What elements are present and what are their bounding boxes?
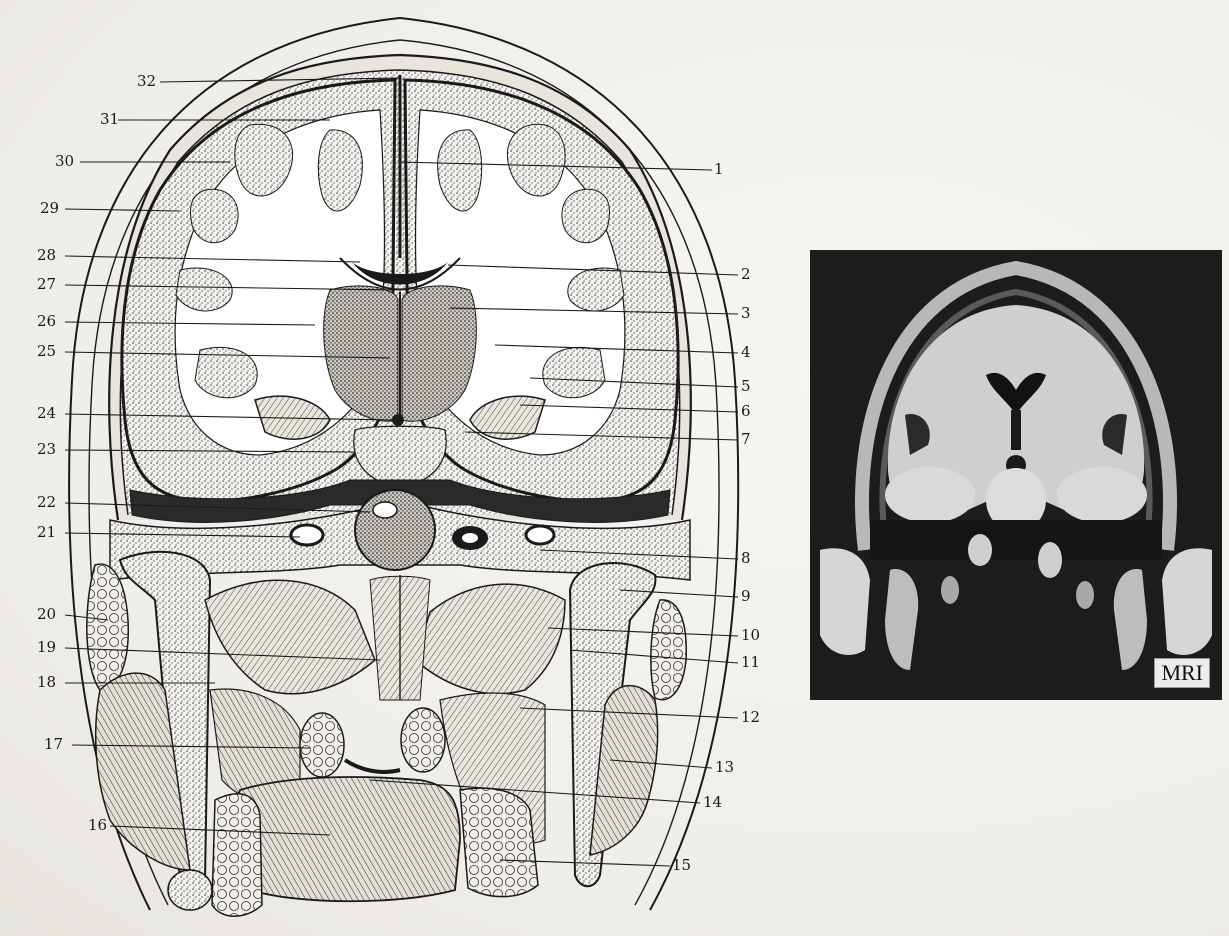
label-23: 23	[37, 442, 56, 457]
label-10: 10	[741, 628, 760, 643]
label-29: 29	[40, 201, 59, 216]
label-19: 19	[37, 640, 56, 655]
label-28: 28	[37, 248, 56, 263]
label-8: 8	[741, 551, 751, 566]
tonsil-left	[300, 713, 344, 777]
label-11: 11	[741, 655, 760, 670]
label-15: 15	[672, 858, 691, 873]
label-9: 9	[741, 589, 751, 604]
label-31: 31	[100, 112, 119, 127]
label-24: 24	[37, 406, 56, 421]
pons	[355, 490, 435, 570]
submandibular-left	[212, 794, 262, 916]
submandibular-right	[460, 788, 538, 896]
label-18: 18	[37, 675, 56, 690]
pterygoid-right	[415, 584, 565, 694]
mri-tag: MRI	[1154, 658, 1210, 688]
parotid-right	[651, 600, 686, 700]
label-1: 1	[714, 162, 724, 177]
label-16: 16	[88, 818, 107, 833]
label-13: 13	[715, 760, 734, 775]
tonsil-right	[401, 708, 445, 772]
label-4: 4	[741, 345, 751, 360]
label-21: 21	[37, 525, 56, 540]
coronal-section-illustration	[0, 0, 800, 936]
mri-image	[810, 250, 1222, 700]
label-20: 20	[37, 607, 56, 622]
label-7: 7	[741, 432, 751, 447]
carotid-left	[291, 525, 323, 545]
label-17: 17	[44, 737, 63, 752]
mri-panel: MRI	[810, 250, 1222, 700]
label-27: 27	[37, 277, 56, 292]
tongue	[234, 777, 460, 901]
label-32: 32	[137, 74, 156, 89]
label-3: 3	[741, 306, 751, 321]
parotid-left	[87, 564, 128, 690]
label-2: 2	[741, 267, 751, 282]
label-14: 14	[703, 795, 722, 810]
label-12: 12	[741, 710, 760, 725]
label-26: 26	[37, 314, 56, 329]
label-22: 22	[37, 495, 56, 510]
label-30: 30	[55, 154, 74, 169]
pterygoid-left	[205, 580, 375, 693]
label-25: 25	[37, 344, 56, 359]
label-6: 6	[741, 404, 751, 419]
label-5: 5	[741, 379, 751, 394]
